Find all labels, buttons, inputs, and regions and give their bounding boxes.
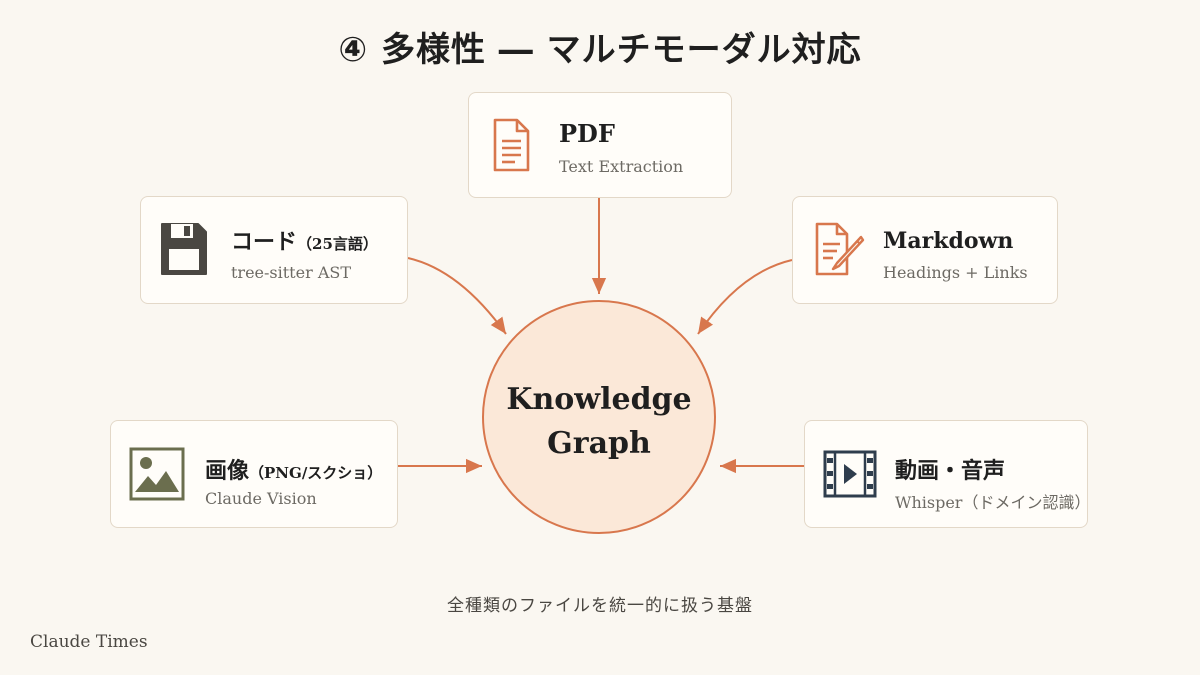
- card-code-title-main: コード: [231, 229, 298, 255]
- arrow-markdown: [697, 259, 793, 335]
- card-code-title: コード（25言語）: [231, 224, 378, 256]
- card-pdf-subtitle: Text Extraction: [559, 157, 684, 176]
- card-image-subtitle: Claude Vision: [205, 489, 317, 508]
- card-markdown: Markdown Headings + Links: [792, 196, 1058, 304]
- card-code-subtitle: tree-sitter AST: [231, 263, 351, 282]
- card-image-title-paren: （PNG/スクショ）: [249, 464, 383, 482]
- card-media-title: 動画・音声: [895, 458, 1006, 484]
- video-icon: [823, 450, 877, 502]
- card-media: 動画・音声 Whisper（ドメイン認識）: [804, 420, 1091, 528]
- card-image-title-main: 画像: [205, 458, 250, 484]
- card-pdf-title: PDF: [559, 119, 615, 148]
- document-icon: [491, 117, 531, 177]
- card-markdown-title: Markdown: [883, 228, 1014, 254]
- card-markdown-subtitle: Headings + Links: [883, 263, 1028, 282]
- hub-line-1: Knowledge: [506, 382, 692, 417]
- footer-caption: 全種類のファイルを統一的に扱う基盤: [447, 596, 753, 616]
- hub-line-2: Graph: [547, 426, 651, 461]
- brand-label: Claude Times: [30, 632, 148, 652]
- image-icon: [129, 447, 185, 505]
- card-code-title-paren: （25言語）: [297, 235, 378, 253]
- edit-document-icon: [813, 221, 865, 281]
- knowledge-graph-hub: Knowledge Graph: [482, 300, 716, 534]
- card-media-subtitle: Whisper（ドメイン認識）: [895, 493, 1091, 512]
- floppy-disk-icon: [160, 222, 208, 280]
- page-title: ④ 多様性 ― マルチモーダル対応: [338, 30, 862, 70]
- card-pdf: PDF Text Extraction: [468, 92, 732, 198]
- arrow-code: [407, 257, 507, 335]
- card-image: 画像（PNG/スクショ） Claude Vision: [110, 420, 398, 528]
- card-image-title: 画像（PNG/スクショ）: [205, 453, 382, 485]
- card-code: コード（25言語） tree-sitter AST: [140, 196, 408, 304]
